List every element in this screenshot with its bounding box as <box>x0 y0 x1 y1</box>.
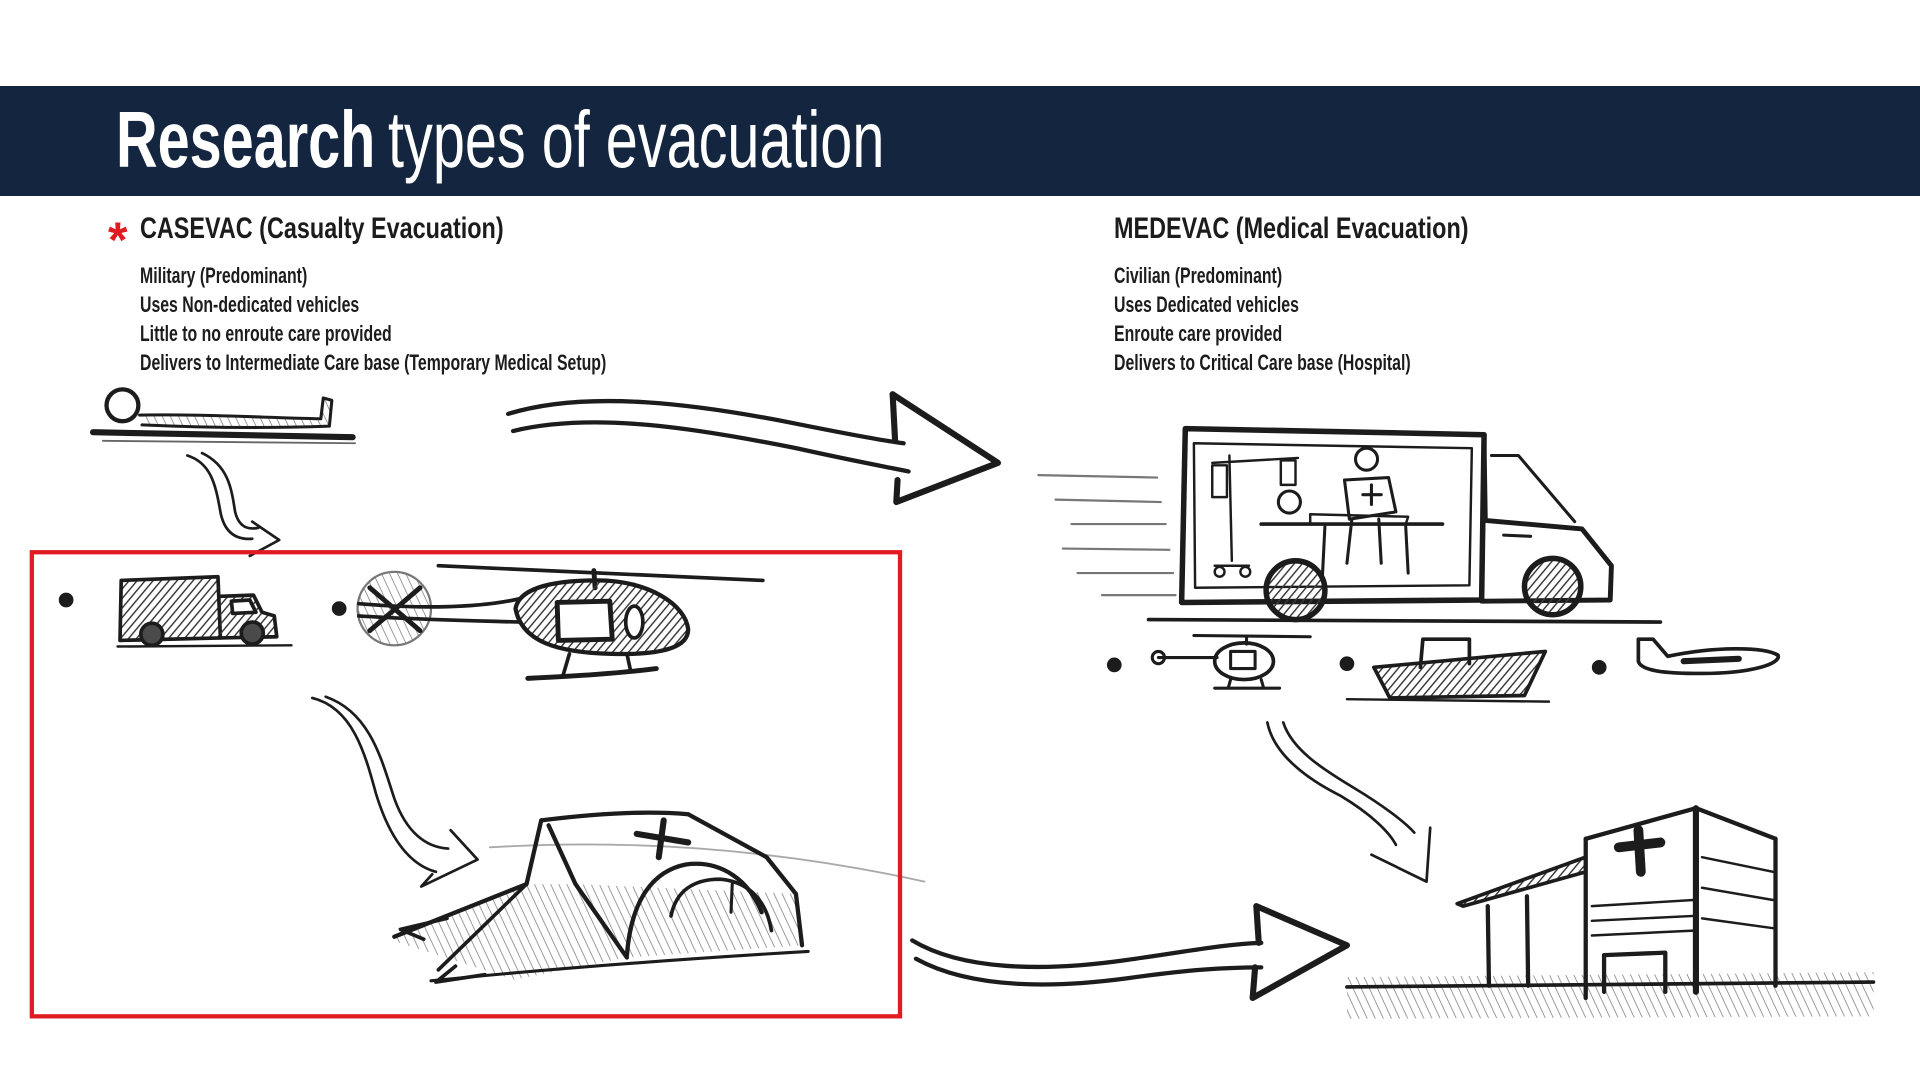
bullet-dot <box>58 592 74 608</box>
flow-arrow-icon <box>910 903 1350 1002</box>
title-rest: types of evacuation <box>388 95 885 184</box>
list-item: Delivers to Critical Care base (Hospital… <box>1114 350 1411 375</box>
medevac-list: Civilian (Predominant) Uses Dedicated ve… <box>1114 261 1526 377</box>
bullet-dot <box>1106 657 1122 673</box>
highlight-box <box>29 550 903 1019</box>
medevac-helicopter-icon <box>1150 633 1312 690</box>
list-item: Delivers to Intermediate Care base (Temp… <box>140 350 607 375</box>
curved-arrow-icon <box>186 451 281 558</box>
list-item: Civilian (Predominant) <box>1114 263 1283 288</box>
medevac-heading: MEDEVAC (Medical Evacuation) <box>1114 212 1469 245</box>
bullet-dot <box>331 601 347 616</box>
bullet-dot <box>1591 660 1607 675</box>
field-tent-icon <box>391 810 926 984</box>
patient-on-stretcher-icon <box>90 387 357 445</box>
asterisk-icon: * <box>108 212 128 268</box>
list-item: Little to no enroute care provided <box>140 321 392 346</box>
casevac-heading: CASEVAC (Casualty Evacuation) <box>140 212 504 245</box>
boat-icon <box>1345 637 1551 703</box>
list-item: Military (Predominant) <box>140 263 308 288</box>
list-item: Uses Dedicated vehicles <box>1114 292 1299 317</box>
list-item: Enroute care provided <box>1114 321 1283 346</box>
bullet-dot <box>1339 656 1355 672</box>
helicopter-icon <box>356 563 765 681</box>
ambulance-icon <box>1037 425 1663 624</box>
flow-arrow-icon <box>506 391 1002 506</box>
casevac-list: Military (Predominant) Uses Non-dedicate… <box>140 261 788 377</box>
military-truck-icon <box>116 574 293 648</box>
curved-arrow-icon <box>1266 721 1432 883</box>
bullet-dots <box>58 592 1607 675</box>
airplane-icon <box>1636 637 1780 676</box>
list-item: Uses Non-dedicated vehicles <box>140 292 360 317</box>
curved-arrow-icon <box>310 695 479 888</box>
hospital-icon <box>1345 805 1876 1019</box>
title-emphasis: Research <box>116 95 376 184</box>
